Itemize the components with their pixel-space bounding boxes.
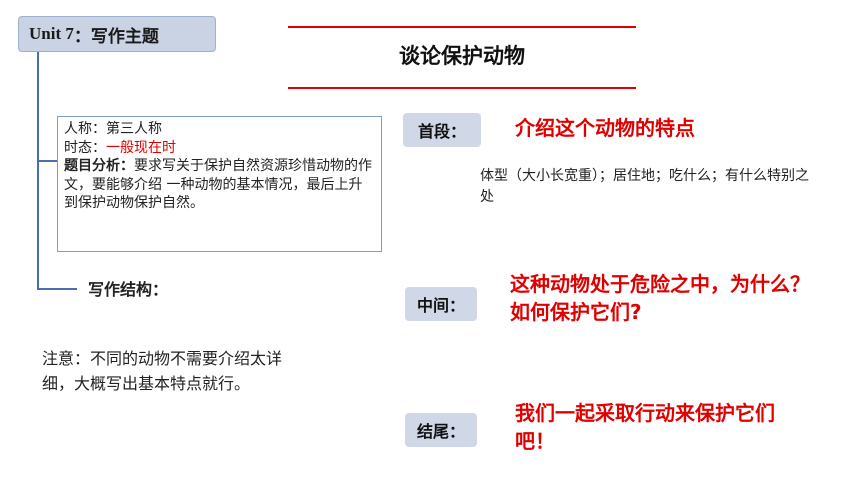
first-paragraph-heading: 介绍这个动物的特点 xyxy=(515,116,695,140)
end-paragraph-heading: 我们一起采取行动来保护它们吧！ xyxy=(515,401,775,453)
end-paragraph-tag: 结尾： xyxy=(405,413,477,447)
middle-paragraph-tag: 中间： xyxy=(405,287,477,321)
analysis-text: 要求写关于保护自然资源珍惜动物的作文，要能够介绍 一种动物的基本情况，最后上升到… xyxy=(64,158,372,211)
page-title: 谈论保护动物 xyxy=(399,44,525,68)
tree-connector-info xyxy=(37,160,57,162)
unit-number: Unit 7 xyxy=(29,24,74,43)
title-rule-bottom xyxy=(288,87,636,89)
analysis-label: 题目分析： xyxy=(64,158,134,174)
tree-connector-structure xyxy=(37,288,77,290)
title-rule-top xyxy=(288,26,636,28)
analysis-row: 题目分析：要求写关于保护自然资源珍惜动物的作文，要能够介绍 一种动物的基本情况，… xyxy=(64,157,375,213)
middle-paragraph-heading: 这种动物处于危险之中，为什么？如何保护它们? xyxy=(510,272,810,324)
tense-label: 时态： xyxy=(64,139,106,156)
note-text: 注意：不同的动物不需要介绍太详细，大概写出基本特点就行。 xyxy=(42,349,283,393)
tense-value: 一般现在时 xyxy=(106,139,176,156)
structure-label: 写作结构： xyxy=(88,280,169,299)
first-paragraph-tag: 首段： xyxy=(403,113,481,147)
tense-row: 时态：一般现在时 xyxy=(64,139,375,158)
person-row: 人称：第三人称 xyxy=(64,120,375,139)
first-paragraph-detail: 体型（大小长宽重）；居住地；吃什么；有什么特别之处 xyxy=(480,168,809,205)
person-label: 人称： xyxy=(64,121,106,137)
tree-connector-vertical xyxy=(37,52,39,290)
writing-info-box: 人称：第三人称 时态：一般现在时 题目分析：要求写关于保护自然资源珍惜动物的作文… xyxy=(57,116,382,252)
unit-title-tag: Unit 7 ： 写作主题 xyxy=(18,16,216,52)
person-value: 第三人称 xyxy=(106,121,162,137)
unit-separator: ： xyxy=(73,26,91,47)
unit-topic: 写作主题 xyxy=(90,26,159,47)
